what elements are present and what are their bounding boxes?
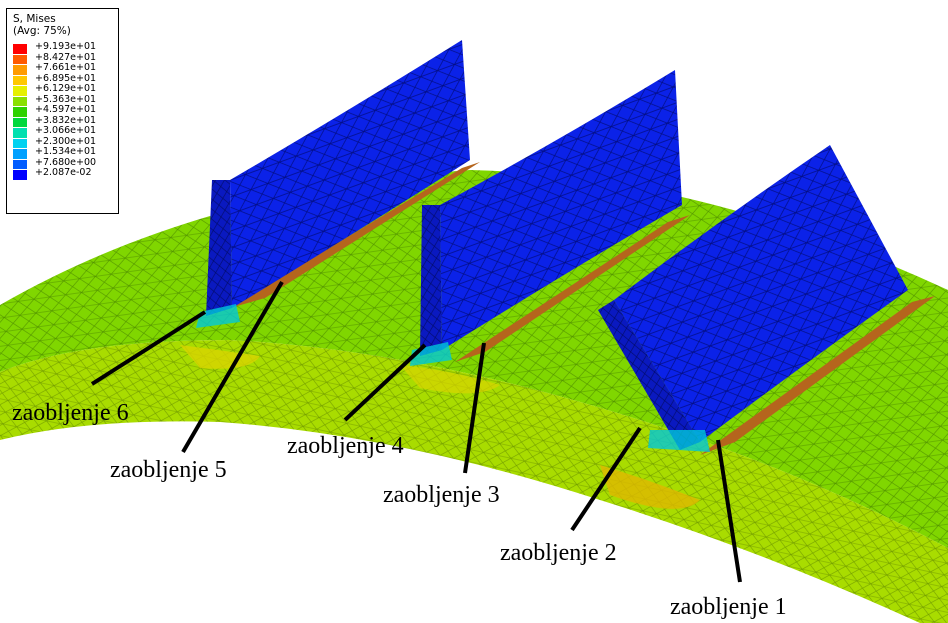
- legend-swatch: [13, 138, 27, 148]
- legend-value: +6.129e+01: [35, 83, 97, 94]
- legend-value: +2.300e+01: [35, 135, 97, 147]
- legend-entry: +6.895e+01: [13, 72, 112, 85]
- legend-value: +3.832e+01: [35, 114, 97, 126]
- label-zaobljenje-4: zaobljenje 4: [287, 433, 404, 459]
- blade-3-base-glow: [648, 430, 710, 452]
- legend-value: +1.534e+01: [35, 146, 97, 157]
- blade-2-front: [440, 70, 682, 350]
- stress-legend: S, Mises (Avg: 75%) +9.193e+01+8.427e+01…: [6, 8, 119, 214]
- legend-swatch: [13, 159, 27, 169]
- legend-title: S, Mises: [13, 13, 56, 25]
- legend-swatch: [13, 170, 27, 180]
- blade-3-front: [614, 145, 908, 442]
- legend-value: +4.597e+01: [35, 104, 97, 115]
- legend-subtitle: (Avg: 75%): [13, 25, 71, 37]
- label-zaobljenje-5: zaobljenje 5: [110, 457, 227, 483]
- legend-swatch: [13, 86, 27, 96]
- legend-swatch: [13, 75, 27, 85]
- legend-value: +9.193e+01: [35, 41, 97, 52]
- legend-entry: +2.087e-02: [13, 167, 112, 180]
- legend-swatch: [13, 117, 27, 127]
- front-stress-patch-left: [180, 345, 260, 369]
- fillet-stripe-5: [230, 162, 480, 308]
- legend-value: +3.066e+01: [35, 125, 97, 136]
- legend-swatch: [13, 65, 27, 75]
- legend-entry: +2.300e+01: [13, 135, 112, 148]
- label-zaobljenje-2: zaobljenje 2: [500, 540, 617, 566]
- legend-entry: +8.427e+01: [13, 51, 112, 64]
- label-zaobljenje-3: zaobljenje 3: [383, 482, 500, 508]
- blade-3-side: [598, 300, 700, 450]
- legend-entry: +1.534e+01: [13, 146, 112, 159]
- fillet-stripe-3: [455, 215, 690, 362]
- front-stress-patch-right: [600, 465, 700, 509]
- legend-value: +6.895e+01: [35, 72, 97, 84]
- leader-line-1: [716, 439, 742, 583]
- legend-value: +5.363e+01: [35, 93, 97, 105]
- blade-1-side: [206, 180, 232, 316]
- legend-entry: +3.066e+01: [13, 125, 112, 138]
- legend-entries: +9.193e+01+8.427e+01+7.661e+01+6.895e+01…: [13, 41, 112, 180]
- disk-front-face: [0, 340, 948, 623]
- legend-entry: +5.363e+01: [13, 93, 112, 106]
- legend-swatch: [13, 107, 27, 117]
- legend-entry: +3.832e+01: [13, 114, 112, 127]
- legend-value: +7.680e+00: [35, 156, 97, 168]
- legend-value: +2.087e-02: [35, 167, 92, 178]
- legend-value: +7.661e+01: [35, 62, 97, 73]
- legend-swatch: [13, 44, 27, 54]
- legend-swatch: [13, 149, 27, 159]
- legend-entry: +7.661e+01: [13, 62, 112, 75]
- leader-line-2: [570, 426, 642, 532]
- leader-line-3: [463, 342, 486, 474]
- legend-entry: +4.597e+01: [13, 104, 112, 117]
- front-stress-patch-mid: [400, 365, 500, 394]
- legend-swatch: [13, 54, 27, 64]
- blade-2-base-glow: [410, 342, 452, 366]
- legend-entry: +7.680e+00: [13, 156, 112, 169]
- blade-1-front: [230, 40, 470, 308]
- leader-line-5: [181, 280, 284, 454]
- legend-swatch: [13, 128, 27, 138]
- label-zaobljenje-6: zaobljenje 6: [12, 400, 129, 426]
- legend-entry: +9.193e+01: [13, 41, 112, 54]
- blade-2-side: [420, 205, 442, 356]
- leader-line-6: [90, 310, 207, 386]
- legend-swatch: [13, 96, 27, 106]
- fillet-stripe-1: [700, 296, 935, 455]
- legend-value: +8.427e+01: [35, 51, 97, 63]
- leader-line-4: [343, 343, 427, 422]
- label-zaobljenje-1: zaobljenje 1: [670, 594, 787, 620]
- blade-1-base-glow: [196, 304, 240, 328]
- legend-entry: +6.129e+01: [13, 83, 112, 96]
